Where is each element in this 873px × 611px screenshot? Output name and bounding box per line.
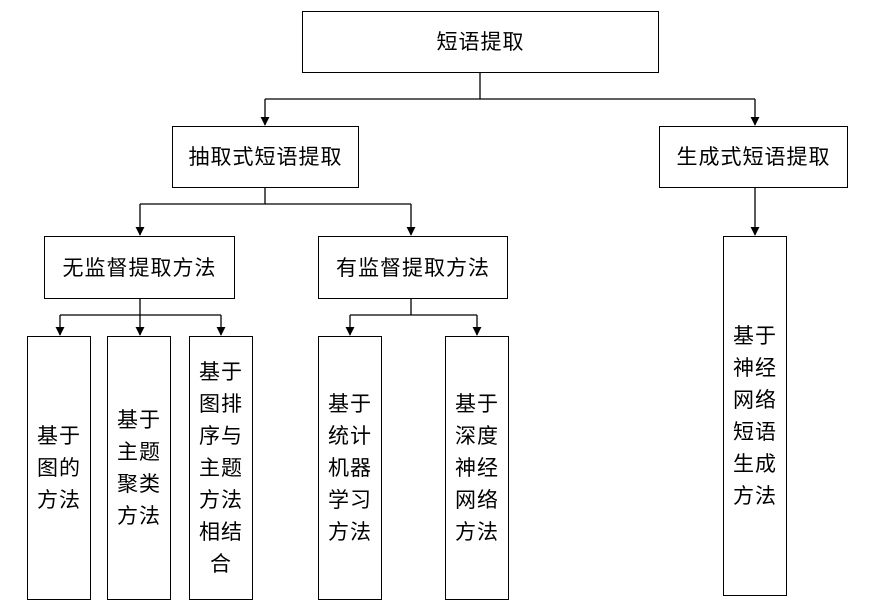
node-nn-generation-method-label: 基于神经网络短语生成方法 — [733, 324, 777, 508]
node-deep-nn-method: 基于深度神经网络方法 — [445, 336, 509, 600]
node-supervised: 有监督提取方法 — [318, 236, 508, 299]
node-topic-cluster-method-label: 基于主题聚类方法 — [117, 408, 161, 528]
node-generative-label: 生成式短语提取 — [676, 145, 831, 169]
node-unsupervised: 无监督提取方法 — [44, 236, 235, 299]
node-nn-generation-method: 基于神经网络短语生成方法 — [723, 236, 787, 596]
node-graph-method-label: 基于图的方法 — [37, 424, 81, 512]
node-generative: 生成式短语提取 — [659, 126, 848, 188]
node-graph-method: 基于图的方法 — [27, 336, 91, 600]
node-statistical-ml-method-label: 基于统计机器学习方法 — [328, 392, 372, 544]
node-extractive-label: 抽取式短语提取 — [188, 145, 343, 169]
node-extractive: 抽取式短语提取 — [172, 126, 359, 188]
node-statistical-ml-method: 基于统计机器学习方法 — [318, 336, 382, 600]
node-phrase-extraction: 短语提取 — [302, 11, 659, 73]
node-phrase-extraction-label: 短语提取 — [436, 30, 525, 54]
node-unsupervised-label: 无监督提取方法 — [62, 255, 217, 280]
node-supervised-label: 有监督提取方法 — [336, 255, 490, 280]
node-graph-rank-topic-method: 基于图排序与主题方法相结合 — [189, 336, 253, 600]
node-graph-rank-topic-method-label: 基于图排序与主题方法相结合 — [199, 360, 243, 576]
node-topic-cluster-method: 基于主题聚类方法 — [107, 336, 171, 600]
node-deep-nn-method-label: 基于深度神经网络方法 — [455, 392, 499, 544]
